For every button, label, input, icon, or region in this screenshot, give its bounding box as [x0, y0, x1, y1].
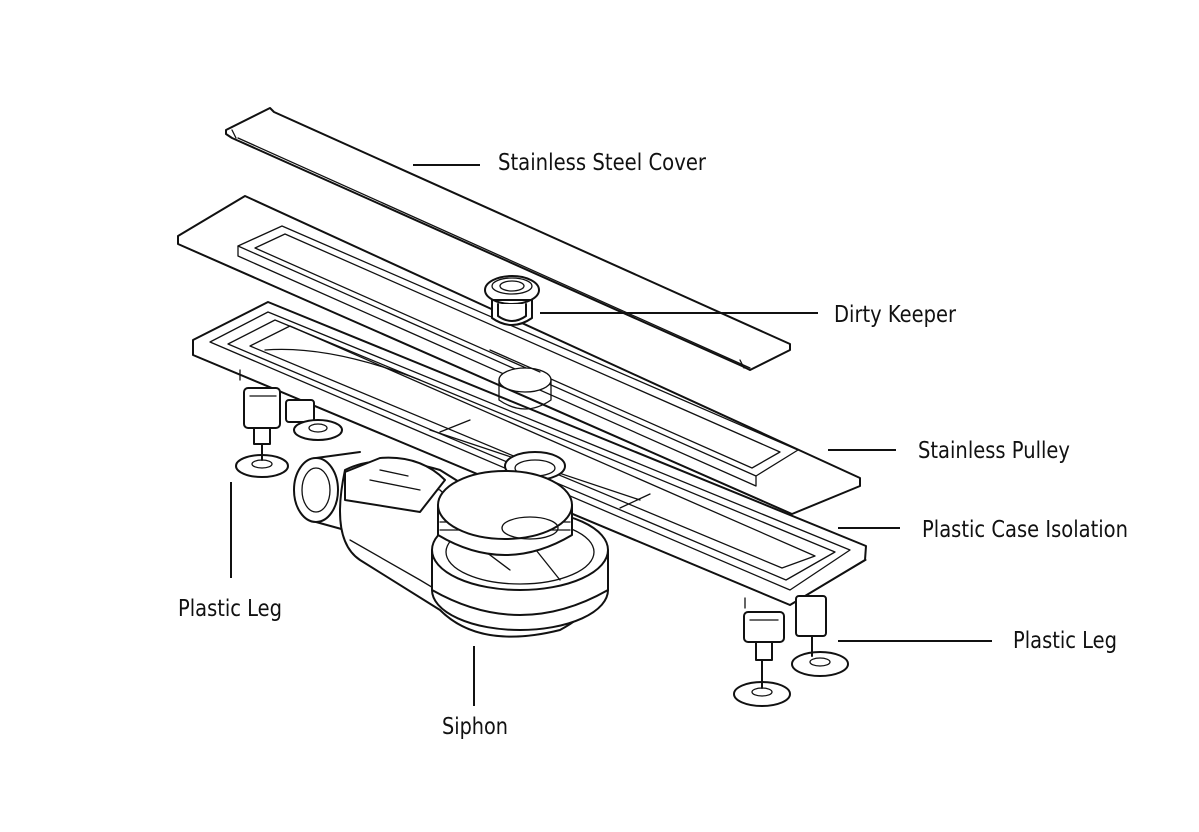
label-dirty-keeper: Dirty Keeper: [834, 302, 956, 328]
label-plastic-case-isolation: Plastic Case Isolation: [922, 517, 1128, 543]
siphon: [293, 451, 609, 638]
plastic-leg-left: [235, 387, 343, 478]
label-siphon: Siphon: [442, 714, 508, 740]
plastic-leg-right: [733, 595, 849, 707]
label-plastic-leg-left: Plastic Leg: [178, 596, 282, 622]
stainless-steel-cover: [225, 107, 791, 371]
stainless-pulley: [177, 195, 861, 515]
label-plastic-leg-right: Plastic Leg: [1013, 628, 1117, 654]
dirty-keeper: [484, 275, 540, 326]
label-stainless-steel-cover: Stainless Steel Cover: [498, 150, 706, 176]
label-stainless-pulley: Stainless Pulley: [918, 438, 1070, 464]
